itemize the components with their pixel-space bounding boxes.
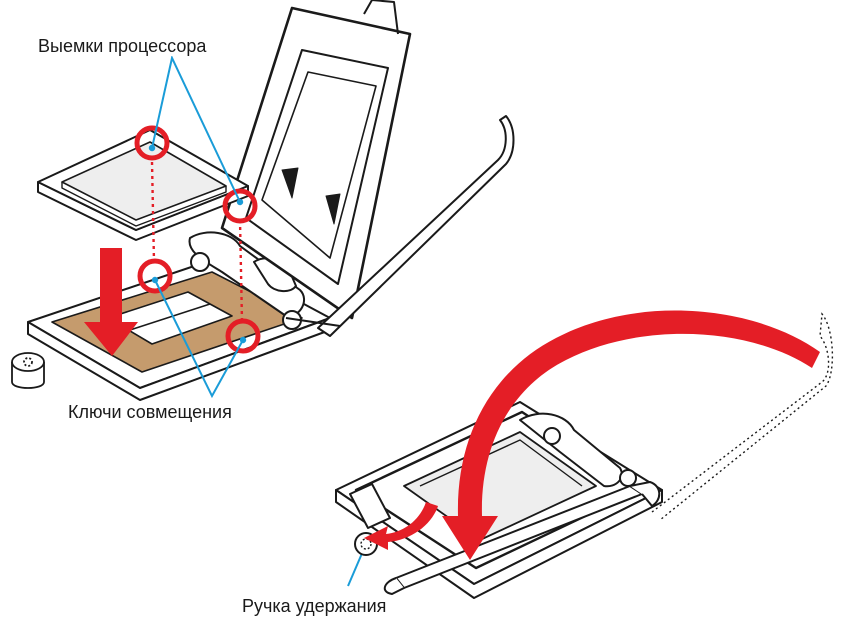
socket-cap-top xyxy=(11,352,45,372)
lever-arm xyxy=(285,317,341,327)
insert-down-arrow xyxy=(84,248,138,356)
closed-hinge-screw xyxy=(543,427,561,445)
load-plate-tab xyxy=(363,0,399,35)
closed-hinge-screw-2 xyxy=(619,469,637,487)
lever-tip-left xyxy=(383,577,405,595)
plate-lowering-arrow xyxy=(364,502,438,550)
load-plate-inner xyxy=(245,49,389,285)
retention-knob-star xyxy=(360,538,372,550)
retention-lever-raised xyxy=(317,115,515,337)
load-plate-front-tab xyxy=(349,483,391,529)
callout-keys xyxy=(151,276,247,399)
closed-plate-cpu-edge xyxy=(419,439,583,487)
closed-socket xyxy=(335,401,663,599)
load-plate-clip-right xyxy=(325,193,341,225)
callout-notches xyxy=(148,54,244,206)
load-plate-rim xyxy=(261,71,377,259)
label-retention-lever: Ручка удержания xyxy=(240,596,389,616)
lever-raised-ghost xyxy=(651,312,834,521)
hinge-screw xyxy=(190,252,210,272)
label-cpu-notches: Выемки процессора xyxy=(36,36,209,56)
socket-cap-star xyxy=(23,357,33,367)
label-alignment-keys: Ключи совмещения xyxy=(66,402,234,422)
closed-socket-side xyxy=(335,489,663,599)
lever-lowering-arrow xyxy=(442,310,820,560)
socket-cap xyxy=(11,352,45,389)
lever-hook xyxy=(629,481,661,507)
load-plate-clip-left xyxy=(281,167,299,199)
cpu-chip xyxy=(37,129,249,241)
